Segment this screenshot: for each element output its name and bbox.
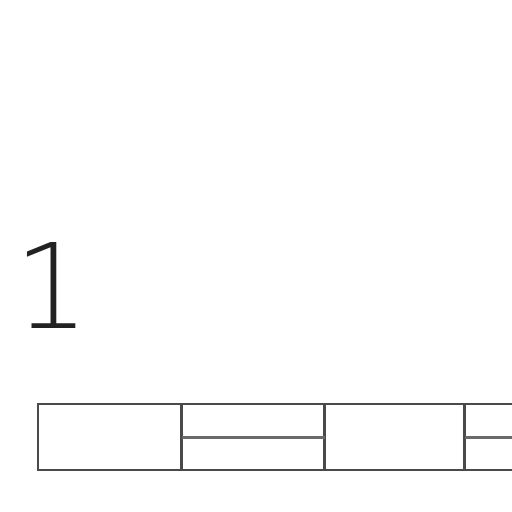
divider-line-3 <box>463 405 466 469</box>
section-number: 1 <box>14 218 90 356</box>
rectangle-strip <box>37 403 512 471</box>
divider-line-1 <box>180 405 183 469</box>
split-line-1 <box>182 436 325 439</box>
split-line-2 <box>465 436 512 439</box>
